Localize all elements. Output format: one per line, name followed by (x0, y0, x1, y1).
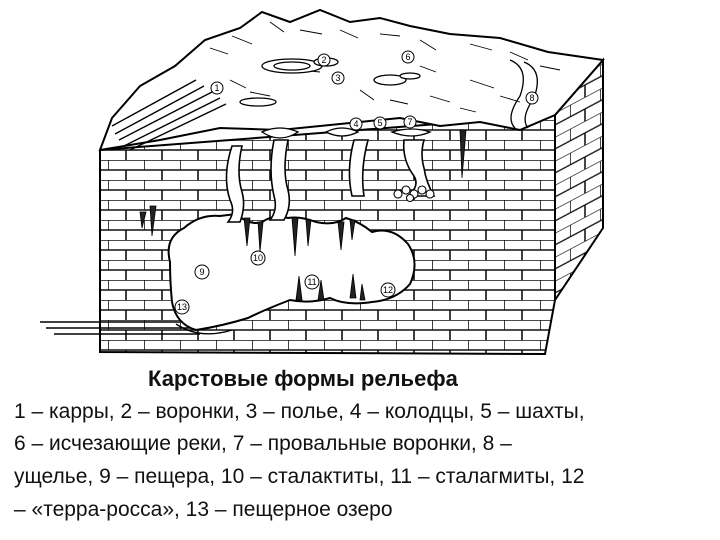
caption-line-4: – «терра-росса», 13 – пещерное озеро (14, 498, 393, 521)
stalagmites (295, 273, 366, 301)
svg-text:4: 4 (353, 119, 358, 129)
svg-text:11: 11 (307, 277, 316, 287)
marker-5: 5 (373, 116, 387, 130)
figure-caption: Карстовые формы рельефа 1 – карры, 2 – в… (0, 366, 720, 536)
marker-1: 1 (210, 81, 224, 95)
marker-13: 13 (174, 299, 190, 315)
svg-text:3: 3 (335, 73, 340, 83)
marker-12: 12 (380, 282, 396, 298)
marker-8: 8 (525, 91, 539, 105)
cave-lake (40, 321, 233, 335)
svg-text:13: 13 (177, 302, 187, 312)
svg-text:7: 7 (407, 117, 412, 127)
svg-text:10: 10 (253, 253, 263, 263)
svg-text:5: 5 (377, 118, 382, 128)
caption-line-3: ущелье, 9 – пещера, 10 – сталактиты, 11 … (14, 465, 585, 488)
cave-void (167, 212, 416, 332)
caption-line-2: 6 – исчезающие реки, 7 – провальные воро… (14, 432, 512, 455)
svg-text:9: 9 (199, 267, 204, 277)
marker-7: 7 (403, 115, 417, 129)
svg-text:1: 1 (214, 83, 219, 93)
karren-ridges (111, 79, 227, 151)
marker-9: 9 (194, 264, 210, 280)
caption-title: Карстовые формы рельефа (148, 366, 458, 391)
marker-10: 10 (250, 250, 266, 266)
caption-line-1: 1 – карры, 2 – воронки, 3 – полье, 4 – к… (14, 400, 585, 423)
collapse-rubble (393, 185, 435, 203)
stalactites (139, 129, 467, 257)
marker-6: 6 (401, 50, 415, 64)
svg-text:6: 6 (405, 52, 410, 62)
svg-text:8: 8 (529, 93, 534, 103)
dolines (260, 127, 432, 139)
terrain-hatching (209, 21, 561, 113)
marker-2: 2 (317, 53, 331, 67)
shafts (225, 139, 436, 223)
svg-text:2: 2 (321, 55, 326, 65)
marker-3: 3 (331, 71, 345, 85)
marker-11: 11 (304, 274, 320, 290)
svg-text:12: 12 (383, 285, 393, 295)
marker-4: 4 (349, 117, 363, 131)
karst-block-diagram: 1 2 3 4 5 6 7 8 9 10 11 12 13 (40, 8, 605, 356)
